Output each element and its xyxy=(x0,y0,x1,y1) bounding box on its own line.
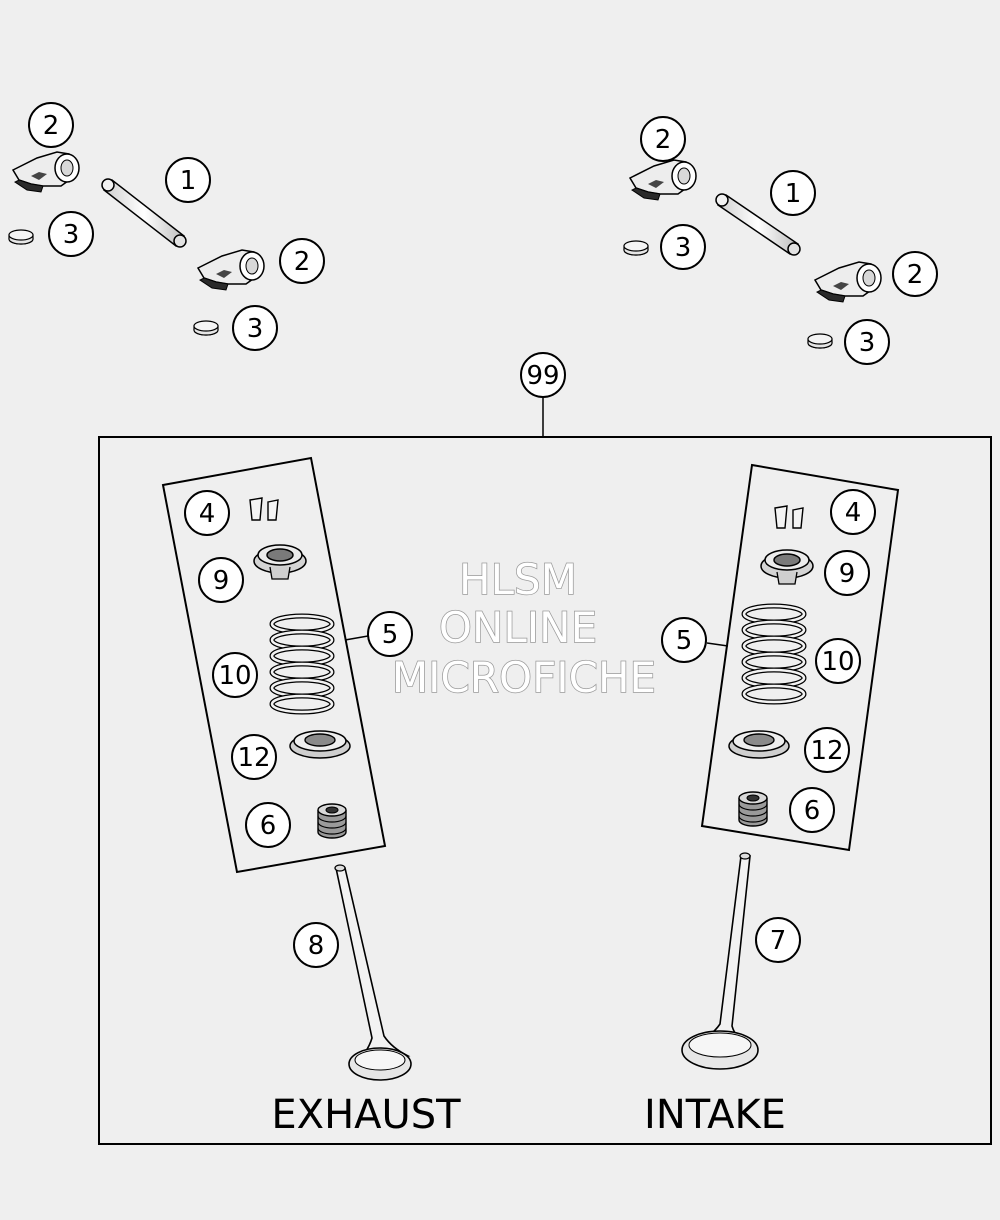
shim-pad xyxy=(193,320,219,336)
callout-number: 12 xyxy=(810,736,843,766)
spring-retainer xyxy=(253,544,307,580)
callout-number: 9 xyxy=(213,566,230,596)
part-callout: 3 xyxy=(660,224,706,270)
part-callout: 1 xyxy=(770,170,816,216)
part-callout: 6 xyxy=(245,802,291,848)
watermark-line2: ONLINE xyxy=(439,603,597,652)
rocker-assembly-right xyxy=(623,159,882,349)
rocker-arm xyxy=(197,249,265,291)
callout-number: 8 xyxy=(308,931,325,961)
callout-number: 3 xyxy=(859,328,876,358)
part-callout: 2 xyxy=(892,251,938,297)
part-callout: 2 xyxy=(279,238,325,284)
part-callout: 1 xyxy=(165,157,211,203)
callout-number: 2 xyxy=(43,111,60,141)
rocker-assembly-left xyxy=(8,151,265,336)
callout-number: 3 xyxy=(247,314,264,344)
shim-pad xyxy=(8,229,34,245)
part-callout: 10 xyxy=(212,652,258,698)
rocker-shaft xyxy=(715,193,801,256)
part-callouts: 2 1 3 2 3 2 1 3 2 3 4 9 5 10 12 6 8 4 9 … xyxy=(28,102,938,968)
spring-seat xyxy=(728,730,790,759)
callout-number: 12 xyxy=(237,743,270,773)
callout-number: 5 xyxy=(676,626,693,656)
callout-number: 3 xyxy=(63,220,80,250)
intake-label: INTAKE xyxy=(644,1092,786,1138)
part-callout: 7 xyxy=(755,917,801,963)
exhaust-valve xyxy=(334,864,412,1081)
valve-spring xyxy=(272,616,332,712)
part-callout: 5 xyxy=(661,617,707,663)
rocker-arm xyxy=(814,261,882,303)
part-callout: 2 xyxy=(28,102,74,148)
valve-stem-seal xyxy=(738,791,768,827)
valve-kit-frame xyxy=(98,397,992,1145)
part-callout: 2 xyxy=(640,116,686,162)
watermark: HLSM ONLINE MICROFICHE xyxy=(391,554,657,703)
spring-retainer xyxy=(760,549,814,585)
part-callout: 3 xyxy=(232,305,278,351)
part-callout: 4 xyxy=(184,490,230,536)
callout-number: 3 xyxy=(675,233,692,263)
part-callout: 9 xyxy=(198,557,244,603)
part-callout: 8 xyxy=(293,922,339,968)
callout-number: 1 xyxy=(785,179,802,209)
rocker-arm xyxy=(629,159,697,201)
shim-pad xyxy=(623,240,649,256)
exhaust-label: EXHAUST xyxy=(271,1092,461,1138)
watermark-line1: HLSM xyxy=(459,555,577,604)
spring-seat xyxy=(289,730,351,759)
part-callout: 3 xyxy=(48,211,94,257)
part-callout: 6 xyxy=(789,787,835,833)
callout-number: 2 xyxy=(655,125,672,155)
intake-parts-panel xyxy=(700,463,900,852)
callout-number: 1 xyxy=(180,166,197,196)
callout-number: 5 xyxy=(382,620,399,650)
part-callout: 5 xyxy=(367,611,413,657)
exhaust-parts-panel xyxy=(161,456,387,874)
valve-keepers xyxy=(249,497,279,521)
callout-number: 10 xyxy=(821,647,854,677)
watermark-line3: MICROFICHE xyxy=(392,653,656,702)
callout-number: 7 xyxy=(770,926,787,956)
callout-number: 6 xyxy=(804,796,821,826)
part-callout: 9 xyxy=(824,550,870,596)
part-callout: 10 xyxy=(815,638,861,684)
callout-number: 2 xyxy=(294,247,311,277)
group-callout-text: 99 xyxy=(526,361,559,391)
callout-number: 4 xyxy=(199,499,216,529)
callout-number: 10 xyxy=(218,661,251,691)
callout-number: 9 xyxy=(839,559,856,589)
rocker-shaft xyxy=(101,178,187,248)
callout-number: 6 xyxy=(260,811,277,841)
part-callout: 12 xyxy=(231,734,277,780)
callout-number: 4 xyxy=(845,498,862,528)
valve-spring xyxy=(744,606,804,702)
shim-pad xyxy=(807,333,833,349)
part-callout: 12 xyxy=(804,727,850,773)
rocker-arm xyxy=(12,151,80,193)
part-callout: 4 xyxy=(830,489,876,535)
valve-stem-seal xyxy=(317,803,347,839)
intake-valve xyxy=(681,852,759,1070)
part-callout: 3 xyxy=(844,319,890,365)
group-callout: 99 xyxy=(520,352,566,398)
callout-number: 2 xyxy=(907,260,924,290)
valve-keepers xyxy=(774,505,804,529)
